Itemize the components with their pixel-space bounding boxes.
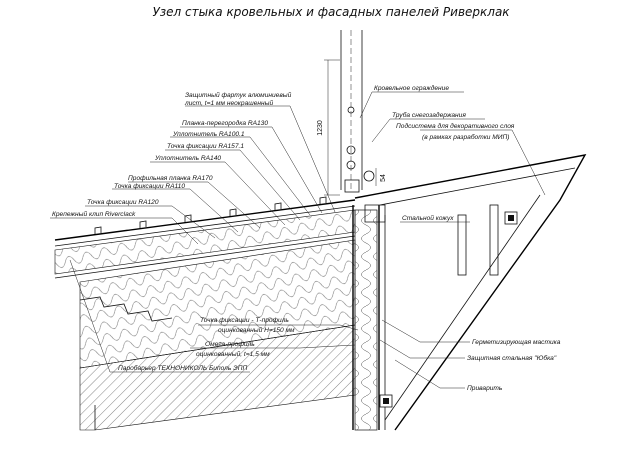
label-seal-ra100: Уплотнитель RA100.1 [172,131,245,138]
label-fix-ra120: Точка фиксации RA120 [87,199,159,206]
vertical-wall-assembly [352,205,393,431]
dimension-54: 54 [380,174,387,182]
label-subsystem-1: Подсистема для декоративного слоя [396,122,515,130]
label-partition-strip: Планка-перегородка RA130 [182,119,268,127]
label-weld: Приварить [467,385,503,392]
label-profile-strip: Профильная планка RA170 [128,175,213,182]
facade-panel-wedge [354,154,587,431]
label-vapor-barrier: Паробарьер ТЕХНОНИКОЛЬ Биполь ЭПП [118,364,247,372]
drawing-title: Узел стыка кровельных и фасадных панелей… [152,5,510,19]
label-sealant: Герметизирующая мастика [472,339,561,346]
label-omega-2: оцинкованный, t=1,5 мм [196,350,270,358]
label-roof-railing: Кровельное ограждение [374,84,449,92]
label-fix-ra157: Точка фиксации RA157.1 [167,143,244,150]
label-steel-casing: Стальной кожух [402,214,454,222]
label-skirt: Защитная стальная "Юбка" [467,354,557,362]
label-seal-ra140: Уплотнитель RA140 [154,155,221,162]
label-snow-guard: Труба снегозадержания [392,111,466,119]
callout-labels: Защитный фартук алюминиевый лист, t=1 мм… [52,84,561,392]
label-fix-ra110: Точка фиксации RA110 [114,183,185,190]
dimension-1230: 1230 [317,120,324,136]
label-flashing-2: лист, t=1 мм неокрашенный [184,99,273,107]
label-flashing-1: Защитный фартук алюминиевый [185,91,292,99]
roof-assembly [54,196,356,431]
label-clip: Крепежный клип Riverclack [52,210,136,218]
leader-lines [50,91,546,389]
label-tprofile-1: Точка фиксации - Т-профиль [200,317,289,324]
label-subsystem-2: (в рамках разработки МИП) [422,133,510,141]
label-tprofile-2: оцинкованный H=150 мм [218,326,295,334]
roof-railing-post: 1230 54 [317,30,387,196]
label-omega-1: Омега-профиль [205,341,255,348]
